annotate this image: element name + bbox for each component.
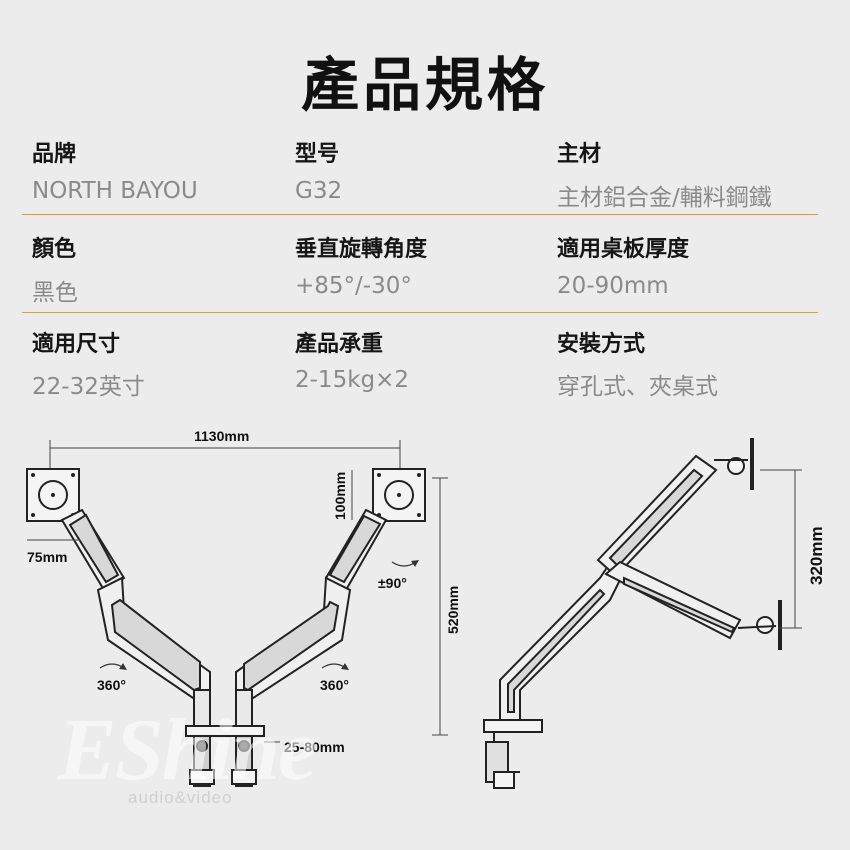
spec-label-material: 主材	[557, 142, 602, 167]
spec-value-desk-thickness: 20-90mm	[557, 273, 669, 299]
side-height-dimension: 320mm	[760, 469, 826, 629]
divider-1	[22, 214, 818, 215]
vesa-label: 100mm	[332, 472, 348, 520]
height-label: 520mm	[445, 586, 461, 634]
page-title: 產品規格	[300, 51, 549, 119]
spec-label-size: 適用尺寸	[32, 332, 121, 357]
spec-value-color: 黑色	[32, 280, 78, 306]
spec-value-size: 22-32英寸	[32, 374, 145, 400]
rotate-left-label: 360°	[97, 677, 126, 693]
tilt-label: ±90°	[378, 575, 407, 591]
right-arm	[235, 508, 388, 701]
width-dimension: 1130mm	[49, 428, 401, 470]
spec-value-material: 主材鋁合金/輔料鋼鐵	[557, 185, 772, 211]
rotate-right-icon: 360°	[320, 663, 349, 693]
right-vesa-plate	[372, 468, 426, 522]
spec-label-tilt: 垂直旋轉角度	[295, 237, 428, 262]
height-dimension: 520mm	[432, 477, 461, 736]
spec-label-load: 產品承重	[295, 332, 384, 357]
left-arm	[60, 508, 211, 701]
spec-label-model: 型号	[295, 142, 340, 167]
spec-label-desk-thickness: 適用桌板厚度	[557, 237, 690, 262]
watermark-sub: audio&video	[128, 788, 233, 807]
clamp-label: 25-80mm	[284, 739, 345, 755]
clamp-dimension: 25-80mm	[264, 739, 345, 755]
spec-label-brand: 品牌	[32, 142, 77, 167]
spec-value-model: G32	[295, 178, 343, 204]
spec-value-load: 2-15kg×2	[295, 367, 410, 393]
side-height-label: 320mm	[807, 526, 826, 585]
watermark-logo: EShine	[58, 702, 317, 799]
width-label: 1130mm	[194, 428, 249, 444]
side-view-arm	[483, 438, 782, 789]
tilt-indicator: ±90°	[378, 560, 419, 591]
left-vesa-plate	[26, 468, 80, 522]
vesa-small-dimension: 75mm	[27, 539, 80, 565]
spec-label-install: 安裝方式	[557, 332, 646, 357]
center-post-clamp	[185, 689, 265, 787]
spec-value-tilt: +85°/-30°	[295, 273, 412, 299]
spec-label-color: 顏色	[32, 237, 77, 262]
rotate-left-icon: 360°	[97, 663, 127, 693]
vesa-dimension: 100mm	[332, 470, 353, 520]
divider-2	[22, 312, 818, 313]
rotate-right-label: 360°	[320, 677, 349, 693]
vesa-small-label: 75mm	[27, 549, 67, 565]
spec-value-install: 穿孔式、夾桌式	[557, 374, 718, 400]
spec-value-brand: NORTH BAYOU	[32, 178, 198, 204]
